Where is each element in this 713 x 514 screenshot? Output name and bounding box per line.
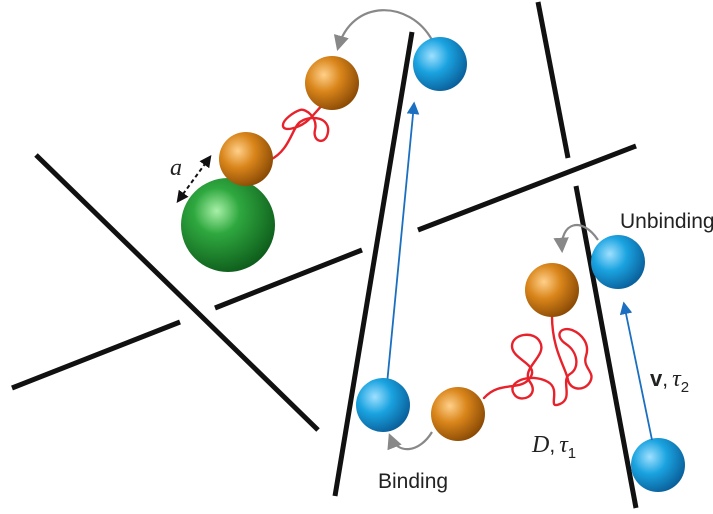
motor-diffusing: D,τ1 [482, 263, 593, 462]
step-arrow-right [619, 301, 653, 441]
velocity-label: v,τ2 [650, 366, 689, 396]
tail-bead-bottom [431, 387, 485, 441]
motor-head-bottom [356, 378, 410, 432]
filament-vertical-middle [332, 31, 415, 497]
motor-middle: Binding [356, 37, 485, 493]
arrow-binding [387, 431, 433, 451]
filament-vertical-right-top [535, 1, 571, 159]
filament-vertical-right-bottom [573, 185, 639, 509]
diffusion-label: D,τ1 [531, 432, 576, 462]
step-arrow-middle [386, 101, 420, 385]
tether-top [268, 100, 330, 162]
motor-right: Unbinding v,τ2 [553, 210, 713, 492]
tail-bead-top [305, 56, 359, 110]
distance-arrow [176, 155, 212, 203]
arrow-release-top [333, 9, 433, 51]
tail-bead-left [219, 132, 273, 186]
motor-head-upper-right [591, 235, 645, 289]
tail-bead-diffusing [525, 263, 579, 317]
motor-top: a [170, 9, 433, 272]
filament-horizontal-right [417, 143, 637, 233]
binding-label: Binding [378, 470, 448, 493]
distance-label: a [170, 155, 182, 181]
motor-head-top [413, 37, 467, 91]
filaments [11, 1, 639, 509]
cargo-bead [181, 178, 275, 272]
unbinding-label: Unbinding [620, 210, 713, 233]
motor-head-lower-right [631, 438, 685, 492]
arrow-unbinding [553, 223, 599, 254]
tether-diffusing [482, 314, 593, 407]
filament-horizontal-lower-left [11, 319, 181, 391]
filament-horizontal-lower-right [214, 247, 363, 311]
filament-diagonal-left [34, 153, 320, 432]
